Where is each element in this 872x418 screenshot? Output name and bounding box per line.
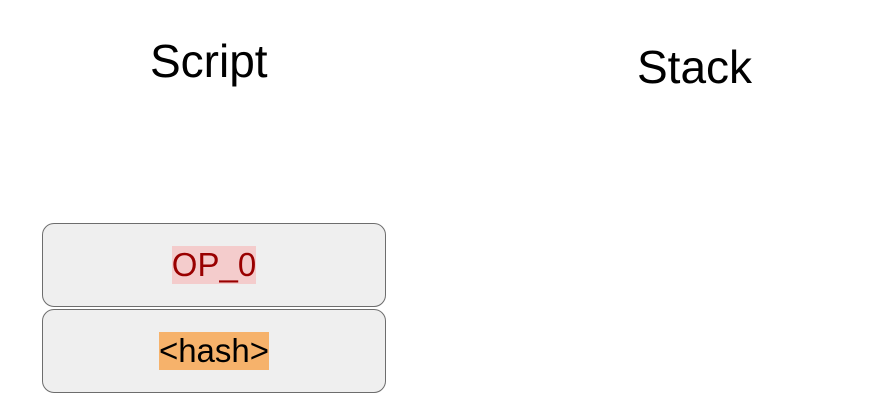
stack-column-title: Stack <box>637 41 753 93</box>
script-item-hash: <hash> <box>42 309 386 393</box>
script-column-title: Script <box>150 35 268 87</box>
script-item-label: OP_0 <box>171 246 257 284</box>
script-item-label: <hash> <box>158 332 270 370</box>
script-item-op-0: OP_0 <box>42 223 386 307</box>
